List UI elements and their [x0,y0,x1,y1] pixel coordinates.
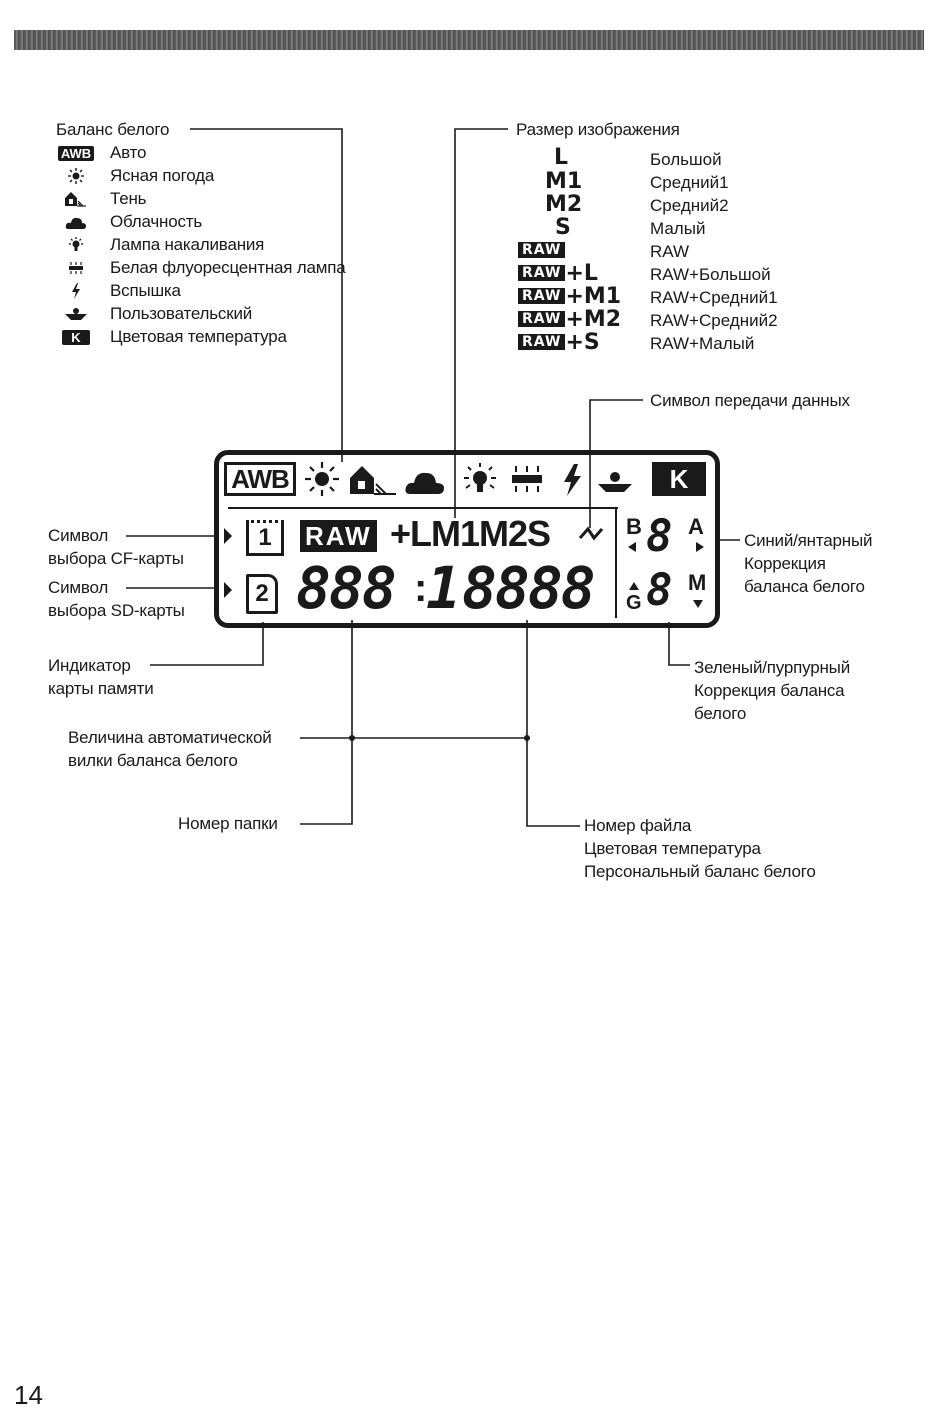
lcd-amber-label: A [688,514,704,539]
lcd-flash-icon [564,464,581,496]
green-magenta-callout-2: Коррекция баланса [694,681,845,700]
card-indicator-callout-1: Индикатор [48,656,131,675]
white-balance-heading: Баланс белого [56,120,170,139]
shade-icon [56,190,96,208]
green-magenta-callout-3: белого [694,704,747,723]
blue-amber-callout-3: баланса белого [744,577,865,596]
kelvin-icon: K [56,328,96,346]
lcd-folder-number: 888 [296,554,397,622]
lcd-file-lead: 1 [426,554,461,622]
cf-card-callout-1: Символ [48,526,109,545]
lcd-size-indicators: +LM1M2S [390,513,551,554]
lcd-magenta-label: M [688,570,707,595]
fluorescent-icon [56,259,96,277]
lcd-green-magenta-digit: 8 [646,565,673,616]
size-code-raw-l: RAW+L [518,262,598,285]
file-number-callout-2: Цветовая температура [584,839,761,858]
tungsten-icon [56,236,96,254]
custom-wb-icon [56,305,96,323]
lcd-sun-icon [305,462,339,496]
lcd-separator: : [414,566,428,610]
size-label-raw: RAW [650,242,690,261]
lcd-blue-amber-digit: 8 [646,511,673,562]
lcd-raw-indicator: RAW [300,520,377,552]
folder-number-callout: Номер папки [178,814,278,833]
size-label-s: Малый [650,219,706,238]
lcd-gm-arrows [629,582,703,608]
size-label-m1: Средний1 [650,173,729,192]
size-code-raw-s: RAW+S [518,331,600,354]
blue-amber-callout-1: Синий/янтарный [744,531,873,550]
size-code-m2: M2 [545,192,583,217]
green-magenta-callout-1: Зеленый/пурпурный [694,658,850,677]
lcd-cloud-icon [405,472,444,494]
lcd-fluorescent-icon [512,466,542,492]
lcd-data-transfer-icon [578,526,604,541]
lcd-panel [214,450,720,628]
header-bar [14,30,924,50]
size-label-m2: Средний2 [650,196,729,215]
lcd-awb-icon: AWB [224,462,296,496]
blue-amber-callout-2: Коррекция [744,554,826,573]
size-label-raw-m1: RAW+Средний1 [650,288,778,307]
cloud-icon [56,213,96,231]
bracket-callout-1: Величина автоматической [68,728,272,747]
sun-icon [56,167,96,185]
file-number-callout-3: Персональный баланс белого [584,862,816,881]
image-size-list: L Большой M1 Средний1 M2 Средний2 S Малы… [0,0,936,360]
lcd-shade-icon [350,466,396,495]
size-code-l: L [554,145,569,170]
page-number: 14 [14,1380,43,1410]
lcd-green-label: G [626,592,642,614]
lcd-file-number: 8888 [462,554,596,622]
cf-card-callout-2: выбора CF-карты [48,549,184,568]
size-label-raw-m2: RAW+Средний2 [650,311,778,330]
sd-card-callout-2: выбора SD-карты [48,601,185,620]
lcd-ba-arrows [628,542,704,552]
sd-card-callout-1: Символ [48,578,109,597]
size-code-m1: M1 [545,169,583,194]
size-code-raw-m1: RAW+M1 [518,285,621,308]
card-indicator-callout-2: карты памяти [48,679,154,698]
size-label-raw-l: RAW+Большой [650,265,771,284]
lcd-sd-card-icon: 2 [246,574,278,614]
flash-icon [56,282,96,300]
bracket-callout-2: вилки баланса белого [68,751,238,770]
file-number-callout-1: Номер файла [584,816,692,835]
size-label-raw-s: RAW+Малый [650,334,755,353]
size-code-s: S [555,215,571,240]
size-code-raw-m2: RAW+M2 [518,308,621,331]
image-size-heading: Размер изображения [516,120,680,139]
awb-icon: AWB [56,144,96,162]
lcd-tungsten-icon [464,463,496,492]
lcd-wb-icons [305,462,632,496]
lcd-custom-wb-icon [598,472,632,492]
size-label-l: Большой [650,150,722,169]
lcd-blue-label: B [626,514,642,539]
lcd-dividers [224,507,618,618]
size-code-raw: RAW [518,239,566,262]
lcd-cf-card-icon: 1 [246,520,284,556]
lcd-kelvin-icon: K [652,462,706,496]
data-transfer-callout: Символ передачи данных [650,391,850,410]
callout-lines [126,128,740,827]
